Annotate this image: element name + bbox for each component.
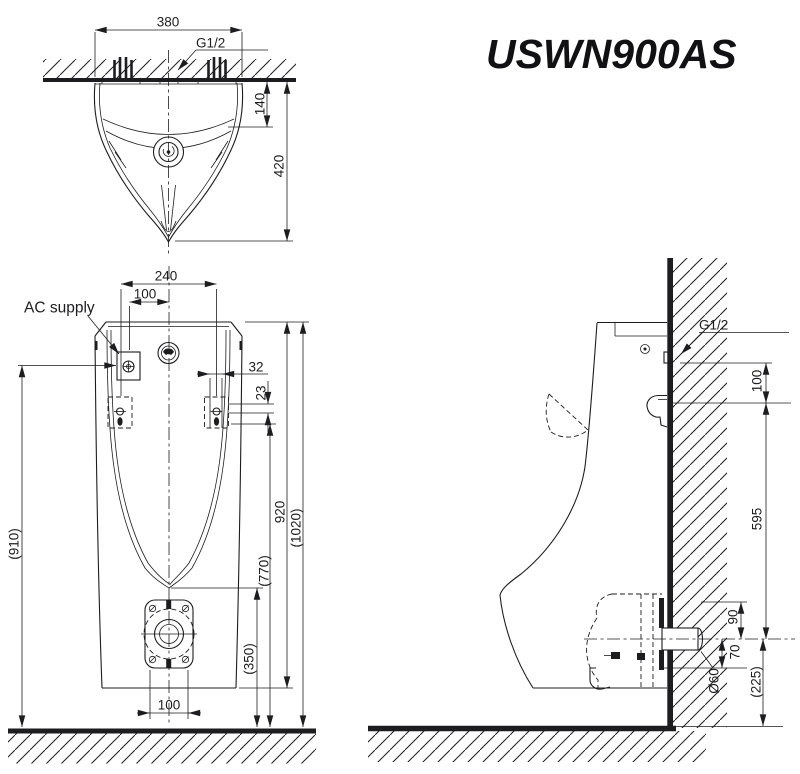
dim-1020: (1020) bbox=[289, 322, 307, 727]
side-fixing-mark-left bbox=[94, 341, 98, 350]
ac-supply-box bbox=[116, 351, 141, 381]
dim-920-label: 920 bbox=[273, 501, 288, 524]
inlet-fitting-side bbox=[663, 351, 673, 364]
dim-240-label: 240 bbox=[155, 269, 178, 284]
mounting-bracket-right bbox=[204, 396, 229, 429]
dim-100-side: 100 bbox=[750, 363, 770, 403]
dim-380-label: 380 bbox=[157, 15, 180, 30]
front-view: 240 100 AC supply 32 23 bbox=[7, 266, 316, 764]
dim-595-label: 595 bbox=[750, 508, 765, 531]
side-fixing-mark-right bbox=[239, 341, 243, 350]
dim-910-label: (910) bbox=[7, 528, 22, 560]
dim-225: (225) bbox=[749, 639, 767, 726]
dim-595: 595 bbox=[750, 403, 770, 639]
dim-380: 380 bbox=[94, 15, 243, 77]
dim-100-side-label: 100 bbox=[750, 370, 765, 393]
side-view: G1/2 100 595 90 70 Ø6 bbox=[368, 258, 795, 762]
dim-dia60-label: Ø60 bbox=[707, 668, 722, 694]
dim-100-top: 100 bbox=[129, 287, 169, 350]
anchor-screws bbox=[113, 57, 227, 78]
mounting-bracket-left bbox=[107, 396, 133, 429]
dim-32-label: 32 bbox=[248, 360, 263, 375]
dim-140: 140 bbox=[228, 82, 273, 128]
dim-350-label: (350) bbox=[242, 643, 257, 675]
dim-100-bottom: 100 bbox=[137, 670, 201, 719]
wall-line-side-view bbox=[667, 258, 673, 730]
dim-140-label: 140 bbox=[253, 93, 268, 116]
dim-100-bottom-label: 100 bbox=[158, 698, 181, 713]
ac-supply-callout: AC supply bbox=[24, 300, 120, 355]
wall-hatch-top-view bbox=[43, 59, 296, 79]
top-view: 380 G1/2 140 420 bbox=[43, 15, 296, 257]
urinal-side-outline bbox=[499, 321, 667, 689]
dim-100-top-label: 100 bbox=[134, 287, 157, 302]
sensor-side bbox=[640, 344, 650, 354]
sensor-front bbox=[157, 341, 180, 365]
model-number: USWN900AS bbox=[486, 31, 737, 77]
urinal-front-outline bbox=[94, 321, 243, 689]
dim-920: 920 bbox=[273, 322, 291, 688]
dim-32: 32 bbox=[197, 360, 268, 428]
dim-350: (350) bbox=[242, 588, 261, 727]
flange-corner-screws bbox=[148, 604, 190, 664]
ac-supply-label: AC supply bbox=[24, 300, 95, 317]
dim-dia60: Ø60 bbox=[700, 651, 722, 694]
dim-225-label: (225) bbox=[749, 666, 764, 698]
dim-90-label: 90 bbox=[726, 609, 741, 624]
inlet-callout-top: G1/2 bbox=[177, 36, 268, 71]
dim-70-label: 70 bbox=[728, 644, 743, 659]
inlet-label-side: G1/2 bbox=[699, 318, 728, 333]
dim-770: (770) bbox=[257, 424, 274, 727]
floor-hatch-side bbox=[368, 731, 706, 762]
dim-23: 23 bbox=[229, 381, 274, 432]
dim-420-label: 420 bbox=[272, 155, 287, 178]
dim-240: 240 bbox=[120, 269, 217, 396]
inlet-callout-side: G1/2 bbox=[680, 318, 789, 355]
dim-70: 70 bbox=[718, 639, 743, 668]
dim-770-label: (770) bbox=[257, 555, 272, 587]
dim-910: (910) bbox=[7, 362, 116, 727]
dim-23-label: 23 bbox=[254, 385, 269, 400]
dim-1020-label: (1020) bbox=[289, 508, 304, 547]
floor-hatch-front bbox=[8, 733, 316, 764]
dim-90: 90 bbox=[726, 602, 745, 639]
dim-420: 420 bbox=[175, 82, 293, 242]
inlet-label-top: G1/2 bbox=[196, 36, 225, 51]
hanger-bracket-side bbox=[545, 393, 668, 438]
